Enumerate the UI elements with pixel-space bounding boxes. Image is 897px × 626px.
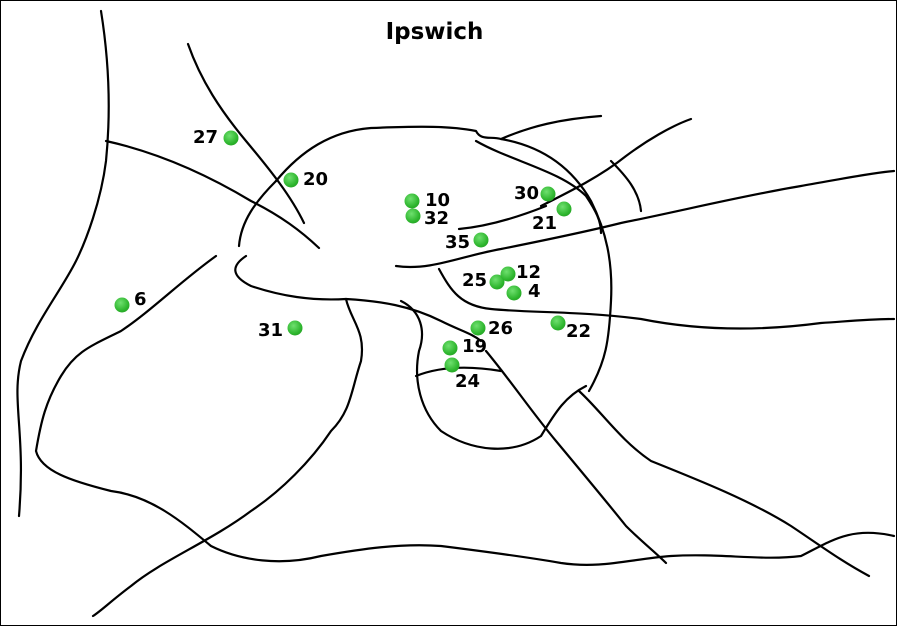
map-marker-22[interactable] — [550, 315, 566, 331]
marker-label: 6 — [134, 289, 147, 310]
map-marker-4[interactable] — [506, 285, 522, 301]
road — [186, 42, 306, 225]
marker-label: 24 — [455, 371, 481, 392]
map-marker-20[interactable] — [283, 172, 299, 188]
marker-label: 32 — [424, 208, 450, 229]
map-marker-27[interactable] — [223, 130, 239, 146]
map-marker-19[interactable] — [442, 340, 458, 356]
road — [399, 299, 588, 450]
marker-label: 25 — [462, 270, 488, 291]
map-marker-6[interactable] — [114, 297, 130, 313]
marker-label: 22 — [566, 321, 592, 342]
map-marker-30[interactable] — [540, 186, 556, 202]
marker-label: 35 — [445, 232, 471, 253]
road — [539, 117, 693, 208]
marker-label: 19 — [462, 336, 488, 357]
marker-label: 20 — [303, 169, 329, 190]
road — [91, 297, 364, 618]
map-title: Ipswich — [385, 19, 484, 45]
marker-label: 27 — [193, 127, 219, 148]
road — [34, 254, 896, 566]
map-marker-35[interactable] — [473, 232, 489, 248]
road — [457, 204, 548, 231]
map-marker-32[interactable] — [405, 208, 421, 224]
road — [499, 114, 603, 141]
map-marker-21[interactable] — [556, 201, 572, 217]
map-marker-31[interactable] — [287, 320, 303, 336]
road — [394, 169, 896, 269]
map-marker-24[interactable] — [444, 357, 460, 373]
road — [104, 139, 321, 250]
map-marker-12[interactable] — [500, 266, 516, 282]
map-marker-10[interactable] — [404, 193, 420, 209]
road — [237, 179, 278, 248]
marker-label: 12 — [516, 262, 542, 283]
marker-label: 31 — [258, 320, 284, 341]
marker-label: 4 — [528, 281, 541, 302]
road — [16, 9, 110, 518]
map-marker-25[interactable] — [489, 274, 505, 290]
marker-label: 26 — [488, 318, 514, 339]
marker-label: 21 — [532, 213, 558, 234]
road — [609, 159, 643, 213]
map-marker-26[interactable] — [470, 320, 486, 336]
road — [474, 139, 603, 235]
road — [577, 389, 871, 578]
road — [484, 349, 668, 565]
marker-label: 30 — [514, 183, 540, 204]
marker-label: 10 — [425, 190, 451, 211]
road — [437, 267, 896, 330]
